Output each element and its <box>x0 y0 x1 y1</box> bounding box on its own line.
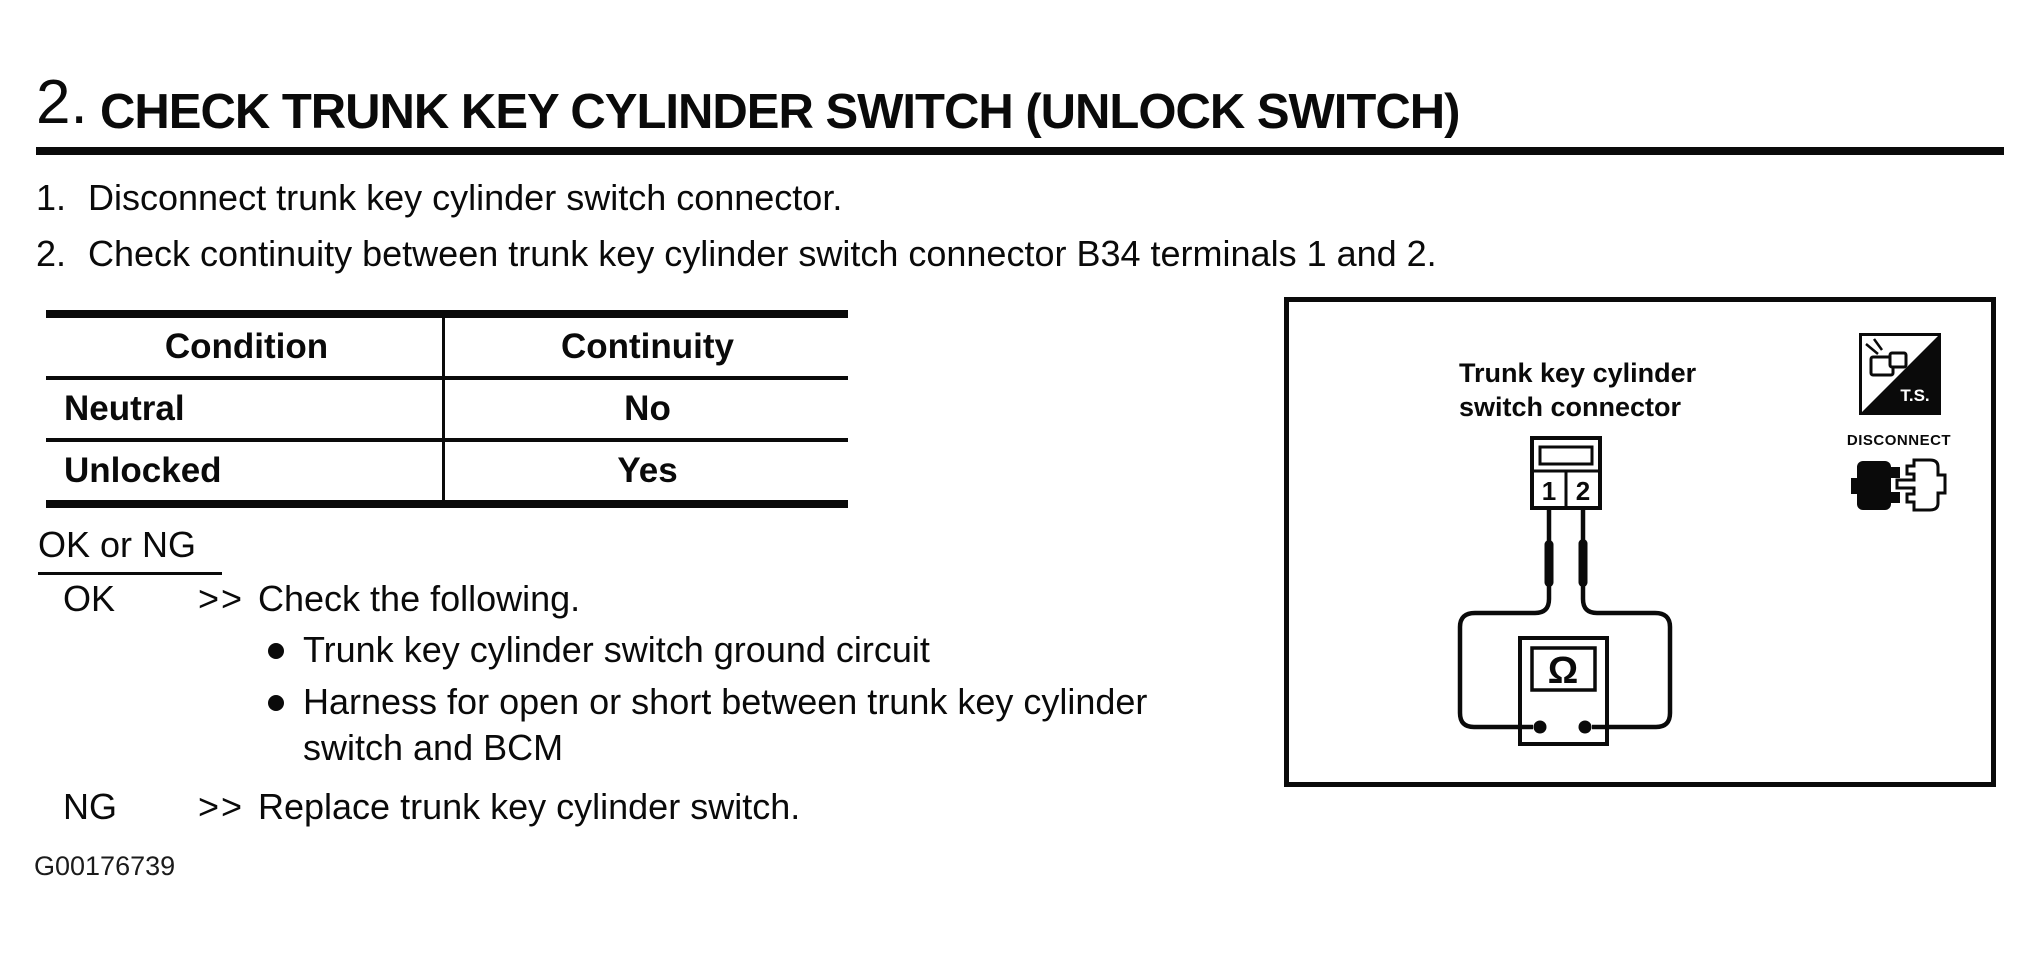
step-text: Disconnect trunk key cylinder switch con… <box>88 177 843 218</box>
tester-symbol-icon: T.S. <box>1859 333 1941 415</box>
result-arrow: >> <box>198 578 245 619</box>
table-header-row: Condition Continuity <box>46 318 848 376</box>
result-action: Replace trunk key cylinder switch. <box>258 786 801 827</box>
table-row: Neutral No <box>46 380 848 438</box>
ohm-symbol: Ω <box>1548 650 1578 692</box>
result-arrow: >> <box>198 786 245 827</box>
cell-condition: Unlocked <box>64 451 222 490</box>
disconnect-connector-icon <box>1851 458 1947 512</box>
step-number: 2. <box>36 233 67 274</box>
ok-bullet-2-line-2: switch and BCM <box>303 727 564 768</box>
column-header-condition: Condition <box>164 327 329 366</box>
result-name-ng: NG <box>63 786 117 827</box>
ok-bullet-2: Harness for open or short between trunk … <box>303 679 1147 771</box>
ts-probe-lines <box>1865 338 1884 355</box>
ts-triangle <box>1861 335 1939 413</box>
column-header-continuity: Continuity <box>560 327 735 366</box>
table-row: Unlocked Yes <box>46 442 848 500</box>
figure-id: G00176739 <box>34 851 176 881</box>
bullet-icon <box>268 643 284 659</box>
disconnect-plug-outline <box>1895 458 1947 512</box>
page-title: CHECK TRUNK KEY CYLINDER SWITCH (UNLOCK … <box>100 85 1460 139</box>
cell-continuity: Yes <box>617 451 678 490</box>
table-separator <box>46 438 848 442</box>
decision-label: OK or NG <box>38 524 223 575</box>
ok-bullet-1: Trunk key cylinder switch ground circuit <box>303 629 930 670</box>
wiring-diagram: 1 2 Ω <box>1457 436 1673 746</box>
cell-condition: Neutral <box>64 389 185 428</box>
cell-continuity: No <box>624 389 671 428</box>
step-text: Check continuity between trunk key cylin… <box>88 233 1437 274</box>
connector-label-line-2: switch connector <box>1459 392 1682 422</box>
lead-sleeve <box>1578 539 1588 587</box>
section-number: 2. <box>36 68 88 137</box>
result-name-ok: OK <box>63 578 116 619</box>
connector-label-line-1: Trunk key cylinder <box>1459 358 1697 388</box>
ohmmeter-icon: Ω <box>1518 636 1609 746</box>
table-separator <box>46 376 848 380</box>
step-number: 1. <box>36 177 67 218</box>
connector-symbol: 1 2 <box>1530 436 1602 510</box>
continuity-table: Condition Continuity Neutral No Unlocked… <box>46 310 848 508</box>
terminal-1-label: 1 <box>1542 476 1556 506</box>
probe-terminal <box>1578 720 1592 734</box>
table-column-divider <box>442 318 445 500</box>
bullet-icon <box>268 695 284 711</box>
result-action: Check the following. <box>258 578 581 619</box>
figure-box: Trunk key cylinder switch connector T.S.… <box>1284 297 1996 787</box>
probe-terminal <box>1533 720 1547 734</box>
test-leads <box>1457 508 1673 730</box>
disconnect-label: DISCONNECT <box>1846 432 1952 449</box>
ts-label: T.S. <box>1900 386 1929 405</box>
terminal-2-label: 2 <box>1576 476 1590 506</box>
connector-label: Trunk key cylinder switch connector <box>1459 356 1696 424</box>
heading-rule <box>36 147 2004 155</box>
ok-bullet-2-line-1: Harness for open or short between trunk … <box>303 681 1148 722</box>
lead-sleeve <box>1544 540 1554 587</box>
